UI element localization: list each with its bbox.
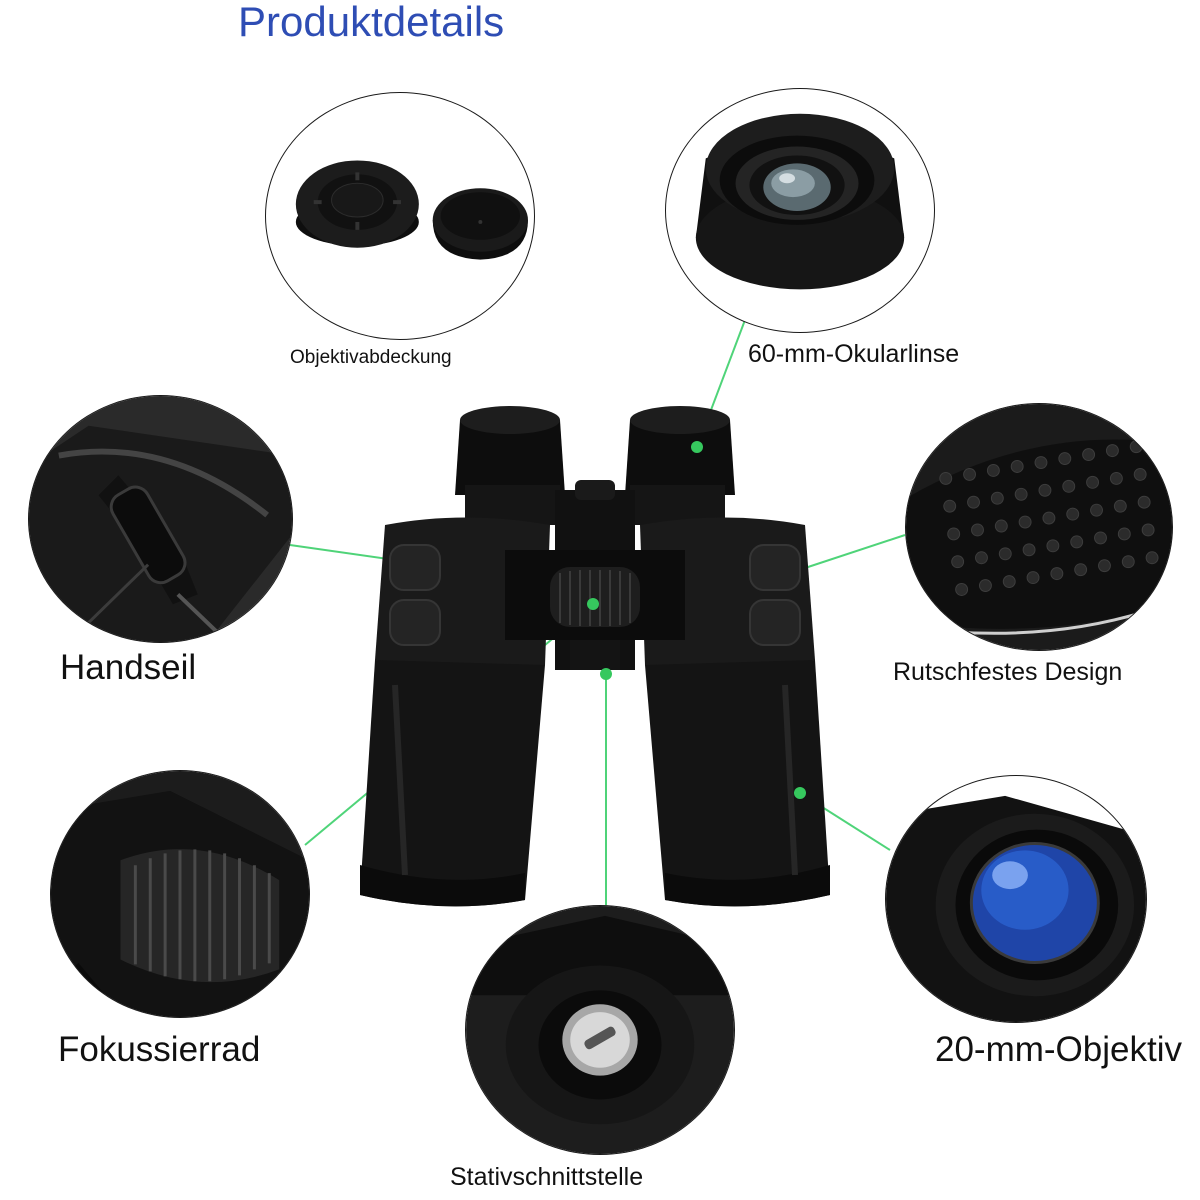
label-objective: 20-mm-Objektiv: [935, 1030, 1182, 1069]
label-focus: Fokussierrad: [58, 1030, 261, 1069]
strap-icon: [29, 396, 292, 642]
label-grip: Rutschfestes Design: [893, 658, 1123, 686]
focus-detail: [50, 770, 310, 1018]
page-title: Produktdetails: [238, 0, 505, 45]
objective-detail: [885, 775, 1147, 1023]
strap-detail: [28, 395, 293, 643]
eyepiece-icon: [695, 113, 905, 290]
binoculars-image: [345, 395, 845, 935]
grip-texture-icon: [906, 404, 1172, 650]
label-strap: Handseil: [60, 648, 197, 687]
binoculars-icon: [360, 406, 830, 907]
label-lens-cap: Objektivabdeckung: [290, 347, 452, 368]
lens-cap-icon: [295, 160, 528, 260]
objective-lens-icon: [886, 795, 1146, 1022]
grip-detail: [905, 403, 1173, 651]
focus-wheel-icon: [51, 771, 309, 1017]
tripod-mount-icon: [466, 906, 734, 1154]
lens-cap-detail: [265, 92, 535, 340]
label-eyepiece: 60-mm-Okularlinse: [748, 340, 960, 368]
eyepiece-detail: [665, 88, 935, 333]
tripod-detail: [465, 905, 735, 1155]
label-tripod: Stativschnittstelle: [450, 1163, 644, 1191]
